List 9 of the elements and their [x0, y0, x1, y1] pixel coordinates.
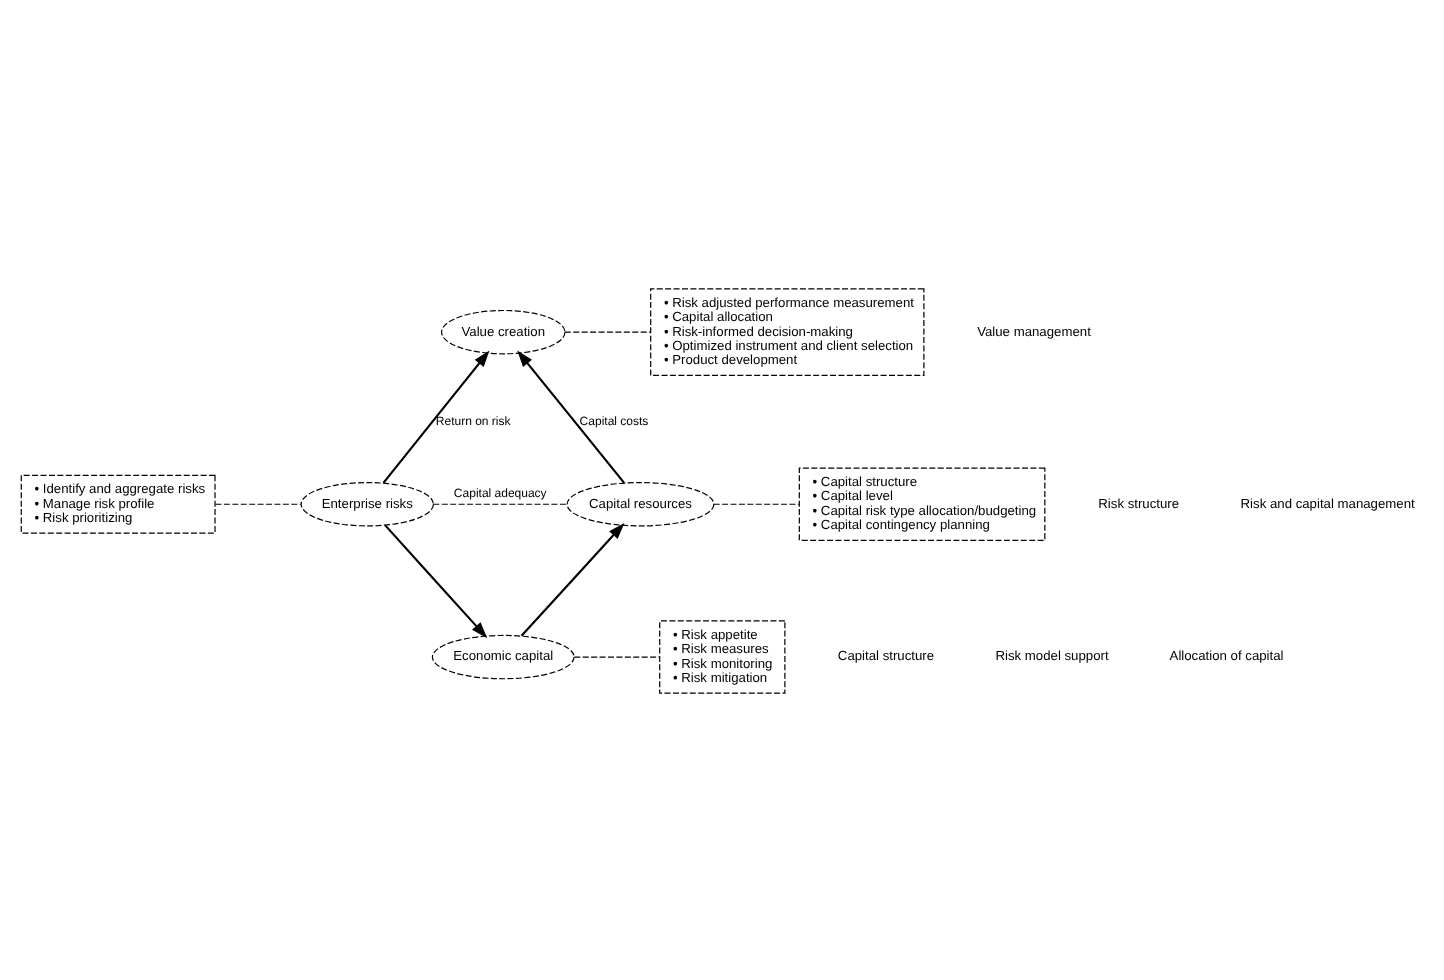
connector — [573, 655, 660, 657]
arrow — [520, 522, 625, 636]
arrow — [382, 349, 490, 483]
connector — [713, 502, 800, 504]
connector — [432, 502, 568, 504]
arrow — [517, 349, 625, 483]
connector — [214, 502, 302, 504]
arrow — [384, 523, 488, 638]
connector — [564, 330, 652, 332]
